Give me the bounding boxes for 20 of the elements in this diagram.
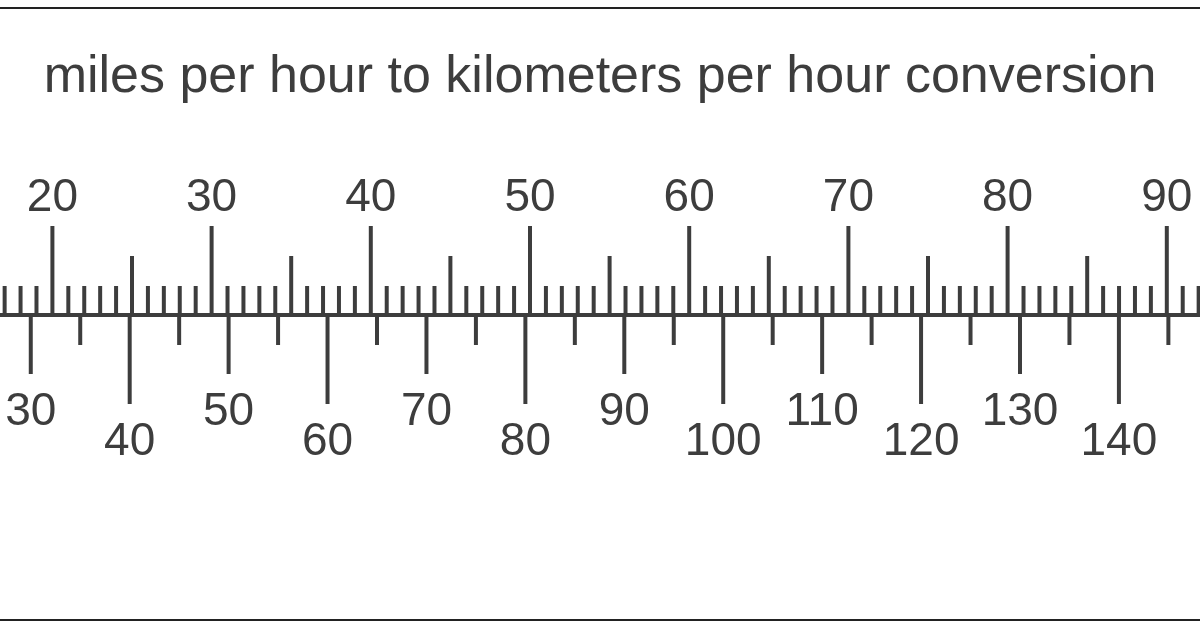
- tick-label: 140: [1080, 416, 1158, 462]
- tick-label: 30: [186, 172, 238, 218]
- tick-label: 120: [882, 416, 960, 462]
- tick-label: 40: [104, 416, 156, 462]
- tick-label: 70: [822, 172, 874, 218]
- tick-label: 60: [663, 172, 715, 218]
- tick-label: 30: [5, 386, 57, 432]
- tick-label: 90: [1141, 172, 1193, 218]
- tick-label: 60: [301, 416, 354, 462]
- tick-label: 80: [982, 172, 1034, 218]
- tick-label: 70: [400, 386, 453, 432]
- tick-label: 100: [684, 416, 762, 462]
- tick-label: 50: [203, 386, 255, 432]
- tick-label: 130: [981, 386, 1059, 432]
- tick-label: 110: [785, 386, 859, 432]
- tick-label: 90: [598, 386, 650, 432]
- tick-label: 50: [504, 172, 556, 218]
- tick-label: 20: [26, 172, 78, 218]
- tick-label: 40: [345, 172, 397, 218]
- tick-label: 80: [499, 416, 551, 462]
